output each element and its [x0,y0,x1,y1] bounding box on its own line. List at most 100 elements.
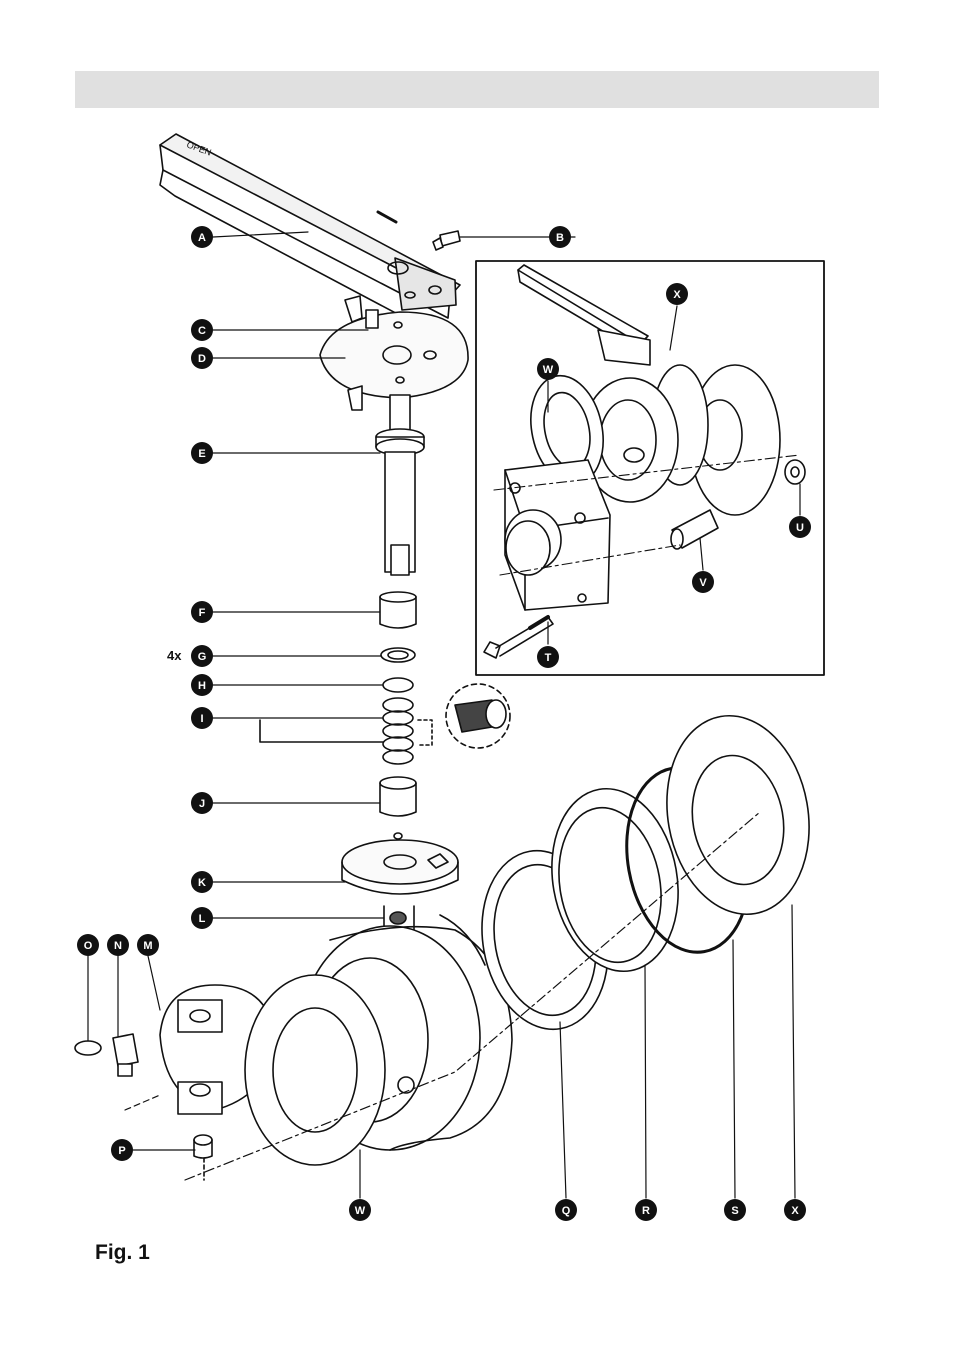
callout-circle [666,283,688,305]
handle-lever: OPEN [159,133,461,319]
callout-l: L [191,907,213,929]
callout-circle [191,907,213,929]
callout-x: X [666,283,688,305]
bolt-b [432,230,461,251]
callout-circle [191,871,213,893]
callout-r: R [635,1199,657,1221]
figure-caption: Fig. 1 [95,1241,150,1264]
bushing-j [379,776,417,840]
callout-label: K [198,877,206,889]
callout-circle [635,1199,657,1221]
callout-u: U [789,516,811,538]
o-ring-h [382,677,414,693]
callout-v: V [692,571,714,593]
callout-k: K [191,871,213,893]
callout-label: X [673,289,681,301]
washer-g [380,647,416,663]
callout-o: O [77,934,99,956]
callout-label: E [198,448,205,460]
callout-t: T [537,646,559,668]
callout-c: C [191,319,213,341]
callout-circle [111,1139,133,1161]
callout-m: M [137,934,159,956]
callout-circle [107,934,129,956]
callout-label: C [198,325,206,337]
callout-circle [191,347,213,369]
callout-circle [77,934,99,956]
gland-flange-k [341,839,459,895]
callout-label: F [199,607,206,619]
callout-h: H [191,674,213,696]
callout-i: I [191,707,213,729]
washer-o [74,1040,102,1056]
callout-label: N [114,940,122,952]
callout-layer: A B C D E F G H I J K L M N O P Q R S T U V W W X X [77,226,811,1221]
callout-circle [191,319,213,341]
callout-label: R [642,1205,650,1217]
callout-f: F [191,601,213,623]
callout-circle [191,792,213,814]
seat-ring-r [551,787,679,973]
callout-p: P [111,1139,133,1161]
flange-gasket-w-front [244,974,386,1166]
callout-label: S [731,1205,738,1217]
header-bar [75,71,879,108]
stop-plate [319,295,469,411]
callout-label: X [791,1205,799,1217]
callout-label: D [198,353,206,365]
callout-label: P [118,1145,125,1157]
callout-label: U [796,522,804,534]
callout-label: T [545,652,552,664]
callout-w2: W [349,1199,371,1221]
callout-circle [724,1199,746,1221]
callout-circle [789,516,811,538]
callout-circle [137,934,159,956]
callout-s: S [724,1199,746,1221]
callout-g: G [191,645,213,667]
callout-x2: X [784,1199,806,1221]
plug-p [193,1134,213,1159]
callout-e: E [191,442,213,464]
callout-circle [555,1199,577,1221]
quantity-note: 4x [167,648,182,663]
callout-circle [692,571,714,593]
callout-circle [784,1199,806,1221]
callout-label: O [84,940,93,952]
callout-circle [549,226,571,248]
callout-b: B [549,226,571,248]
callout-label: W [543,364,554,376]
callout-label: B [556,232,564,244]
callout-circle [537,646,559,668]
callout-d: D [191,347,213,369]
bushing-f [379,591,417,629]
callout-circle [349,1199,371,1221]
callout-label: I [200,713,203,725]
inset-assembly [483,264,806,659]
fitting-n [112,1033,139,1077]
callout-n: N [107,934,129,956]
callout-w: W [537,358,559,380]
callout-label: H [198,680,206,692]
callout-circle [191,226,213,248]
callout-circle [191,645,213,667]
callout-label: W [355,1205,366,1217]
valve-stem [375,394,425,576]
callout-label: Q [562,1205,571,1217]
callout-label: M [143,940,152,952]
callout-circle [537,358,559,380]
callout-j: J [191,792,213,814]
callout-circle [191,601,213,623]
callout-circle [191,707,213,729]
assembled-valve-inset [475,260,825,676]
callout-label: V [699,577,707,589]
callout-label: G [198,651,207,663]
callout-circle [191,674,213,696]
gasket-x [666,714,810,916]
callout-label: A [198,232,206,244]
callout-q: Q [555,1199,577,1221]
callout-label: J [199,798,205,810]
callout-a: A [191,226,213,248]
callout-circle [191,442,213,464]
callout-label: L [199,913,206,925]
